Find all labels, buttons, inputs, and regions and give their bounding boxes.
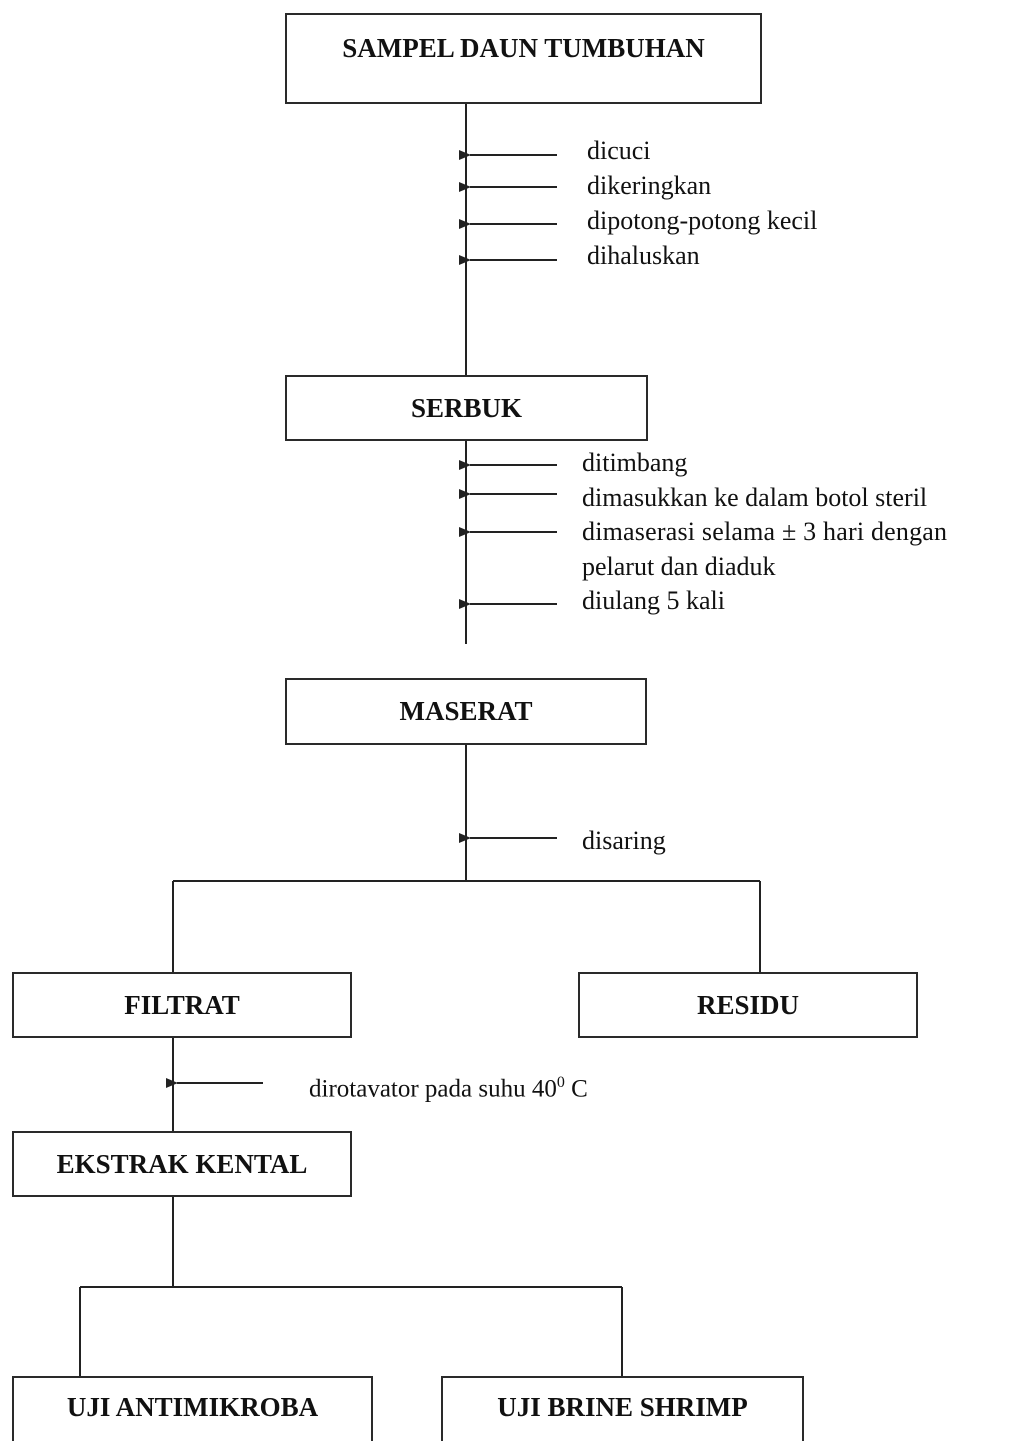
step-dirotavator-unit: C (564, 1075, 588, 1103)
node-filtrat-label: FILTRAT (124, 989, 240, 1020)
step-dikeringkan: dikeringkan (587, 171, 712, 200)
node-ekstrak-kental: EKSTRAK KENTAL (12, 1131, 352, 1197)
step-ditimbang: ditimbang (582, 448, 688, 477)
step-dihaluskan: dihaluskan (587, 241, 700, 270)
step-dirotavator-degree: 0 (556, 1074, 565, 1091)
step-dirotavator: dirotavator pada suhu 400 C (309, 1066, 588, 1106)
step-dimaserasi: dimaserasi selama ± 3 hari dengan (582, 517, 948, 546)
step-dirotavator-text: dirotavator pada suhu 40 (309, 1075, 557, 1103)
node-maserat-label: MASERAT (399, 696, 533, 726)
node-ekstrak-label: EKSTRAK KENTAL (56, 1148, 308, 1179)
node-uji-brine-shrimp-label: UJI BRINE SHRIMP (497, 1392, 748, 1422)
node-uji-antimikroba-label: UJI ANTIMIKROBA (66, 1392, 319, 1422)
node-maserat: MASERAT (285, 678, 647, 745)
step-dicuci: dicuci (587, 136, 651, 165)
step-dimasukkan: dimasukkan ke dalam botol steril (582, 483, 928, 512)
node-serbuk-label: SERBUK (410, 392, 523, 423)
node-residu-label: RESIDU (696, 989, 800, 1020)
node-sampel-daun-tumbuhan: SAMPEL DAUN TUMBUHAN (285, 13, 762, 104)
step-pelarut: pelarut dan diaduk (582, 552, 776, 581)
step-dipotong: dipotong-potong kecil (587, 206, 818, 235)
step-diulang: diulang 5 kali (582, 586, 725, 615)
node-uji-antimikroba: UJI ANTIMIKROBA (12, 1376, 373, 1441)
step-disaring: disaring (582, 826, 666, 855)
node-sampel-label: SAMPEL DAUN TUMBUHAN (342, 33, 705, 63)
node-residu: RESIDU (578, 972, 918, 1038)
node-uji-brine-shrimp: UJI BRINE SHRIMP (441, 1376, 804, 1441)
node-filtrat: FILTRAT (12, 972, 352, 1038)
node-serbuk: SERBUK (285, 375, 648, 441)
